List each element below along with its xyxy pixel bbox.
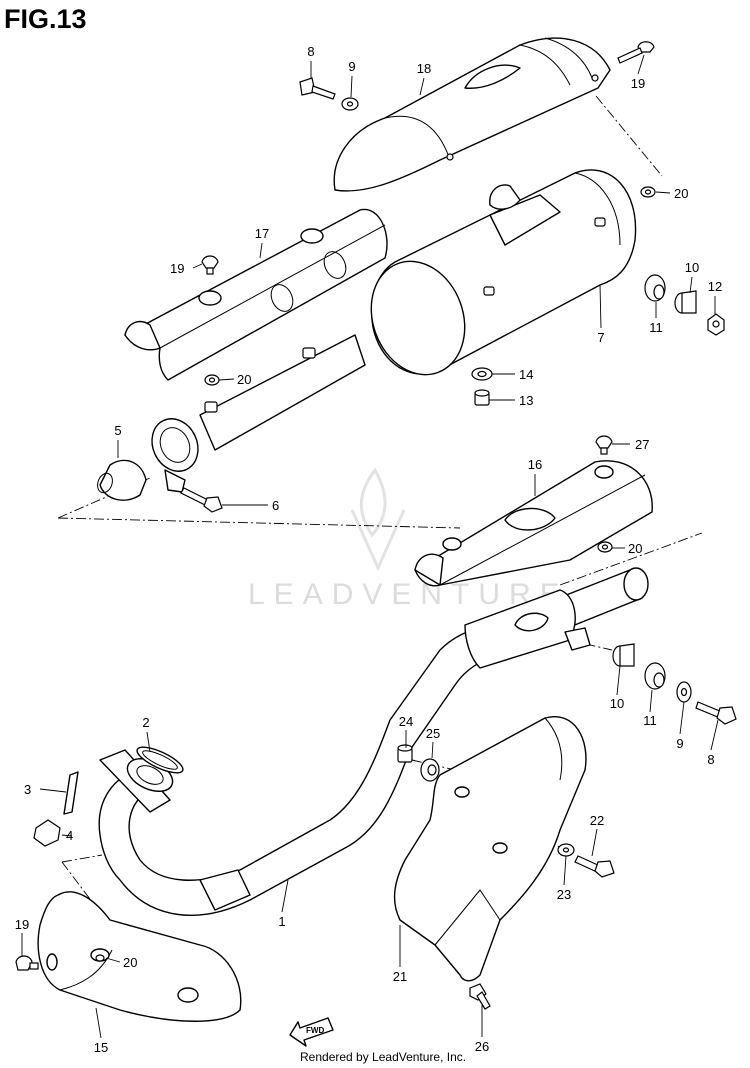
callout-25: 25 [426,726,440,741]
footer-credit: Rendered by LeadVenture, Inc. [300,1050,467,1064]
callout-18: 18 [417,61,431,76]
part-18-muffler-cover [333,37,611,192]
callout-17: 17 [255,226,269,241]
figure-title: FIG.13 [4,4,87,34]
callout-9: 9 [676,736,683,751]
callout-3: 3 [24,782,31,797]
callout-labels: 8 9 18 19 20 17 19 10 12 11 7 20 14 13 5… [15,44,722,1055]
part-20-washer-a [640,186,656,198]
watermark-logo [350,467,406,572]
part-17-heat-shield [124,208,388,381]
part-25-grommet [420,758,440,782]
callout-8: 8 [307,44,314,59]
callout-4: 4 [66,828,73,843]
callout-1: 1 [278,914,285,929]
part-19-bolt-mid [201,255,219,275]
part-9-washer-upper [341,97,359,111]
part-24-collar [397,744,413,763]
callout-12: 12 [708,279,722,294]
callout-6: 6 [272,498,279,513]
callout-9: 9 [348,59,355,74]
part-23-washer [557,843,575,857]
callout-2: 2 [142,715,149,730]
callout-8: 8 [707,752,714,767]
callout-10: 10 [685,260,699,275]
leader-lines [21,54,719,1039]
callout-5: 5 [114,423,121,438]
callout-19: 19 [15,917,29,932]
part-27-bolt [595,435,613,455]
watermark-text: LEADVENTURE [248,578,569,611]
callout-22: 22 [590,813,604,828]
part-16-heat-shield [414,460,653,587]
part-2-gasket [136,746,184,774]
callout-27: 27 [635,437,649,452]
callout-26: 26 [475,1039,489,1054]
callout-7: 7 [597,330,604,345]
part-11-grommet-lower [644,662,666,690]
callout-20: 20 [123,955,137,970]
part-6-bolt [180,487,223,513]
part-19-bolt-lower [15,955,39,971]
callout-23: 23 [557,887,571,902]
callout-11: 11 [643,713,657,728]
part-22-bolt [574,855,615,878]
part-7-muffler [151,169,637,493]
part-15-pipe-protector [37,891,242,1022]
forward-arrow-icon: FWD [289,1017,334,1047]
part-3-stud [63,771,79,815]
part-8-bolt-upper [299,77,336,100]
callout-14: 14 [519,367,533,382]
part-10-collar-upper [674,290,697,314]
part-8-bolt-lower [695,701,737,725]
callout-19: 19 [631,76,645,91]
part-14-grommet [471,367,493,381]
part-20-washer-d [95,954,105,962]
part-13-collar [474,389,490,406]
part-9-washer-lower [676,681,692,703]
part-21-heat-guard [393,716,587,982]
fwd-label: FWD [306,1026,324,1035]
callout-20: 20 [628,541,642,556]
callout-19: 19 [170,261,184,276]
part-11-grommet-upper [644,274,666,302]
callout-15: 15 [94,1040,108,1055]
part-10-collar-lower [612,643,635,667]
callout-24: 24 [399,714,413,729]
callout-13: 13 [519,393,533,408]
part-12-nut [707,313,725,336]
part-20-washer-b [204,374,220,386]
part-5-gasket [97,459,147,501]
hardware-parts [15,41,737,1010]
callout-16: 16 [528,457,542,472]
callout-21: 21 [393,969,407,984]
callout-20: 20 [237,372,251,387]
part-26-bolt [469,983,491,1010]
callout-11: 11 [649,320,663,335]
callout-20: 20 [674,186,688,201]
part-20-washer-c [597,541,613,553]
part-19-bolt-top [617,41,655,64]
part-1-exhaust-pipe [98,567,649,916]
callout-10: 10 [610,696,624,711]
part-4-nut [33,819,61,847]
